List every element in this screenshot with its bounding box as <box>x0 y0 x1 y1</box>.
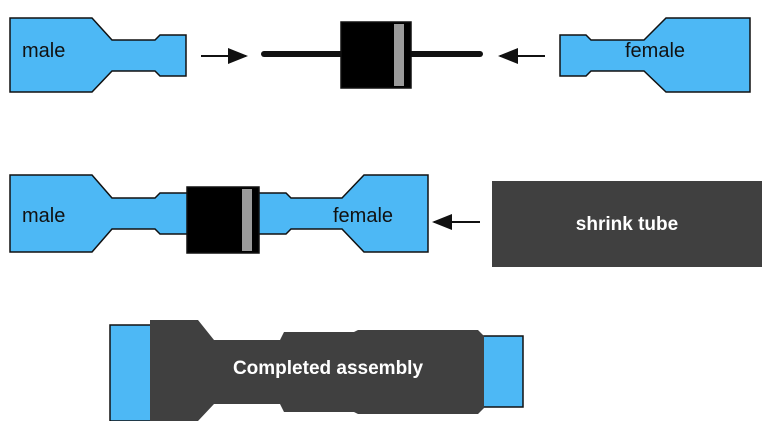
male-label-mid: male <box>22 205 65 227</box>
female-label-mid: female <box>333 205 393 227</box>
male-label-top: male <box>22 40 65 62</box>
completed-assembly-label: Completed assembly <box>233 358 423 379</box>
female-label-top: female <box>625 40 685 62</box>
shrink-tube: shrink tube <box>492 181 762 267</box>
completed-assembly: Completed assembly <box>109 320 524 421</box>
female-connector-mid: female <box>257 174 429 253</box>
male-connector-mid: male <box>9 174 191 253</box>
shrink-tube-label: shrink tube <box>576 214 678 235</box>
diode-component <box>261 21 483 89</box>
male-connector-top: male <box>9 17 187 93</box>
female-connector-top: female <box>559 17 751 93</box>
diode-inserted <box>186 186 260 254</box>
